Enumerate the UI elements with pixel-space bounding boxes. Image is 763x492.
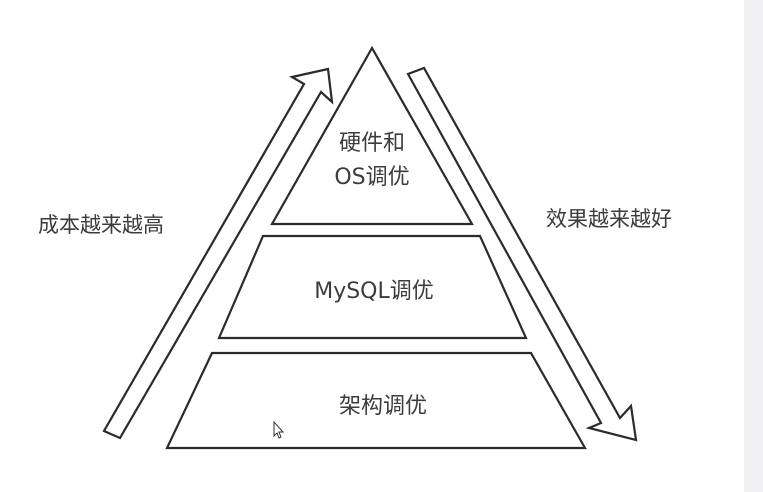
pyramid-tier-middle — [217, 234, 528, 340]
cost-up-arrow — [102, 67, 334, 440]
pyramid-tier-top — [270, 45, 474, 226]
optimization-pyramid-diagram: 硬件和 OS调优 MySQL调优 架构调优 成本越来越高 效果越来越好 — [38, 45, 672, 450]
pyramid-tier-bottom — [165, 351, 587, 450]
tier-middle-label: MySQL调优 — [314, 279, 434, 304]
tier-top-label-line1: 硬件和 — [339, 131, 405, 156]
mouse-pointer-icon — [273, 420, 285, 439]
effect-down-arrow — [406, 66, 638, 442]
tier-top-label-line2: OS调优 — [334, 165, 409, 190]
effect-label: 效果越来越好 — [546, 207, 672, 231]
cost-label: 成本越来越高 — [38, 213, 164, 237]
window-edge-strip — [744, 0, 763, 492]
tier-bottom-label: 架构调优 — [339, 394, 427, 419]
